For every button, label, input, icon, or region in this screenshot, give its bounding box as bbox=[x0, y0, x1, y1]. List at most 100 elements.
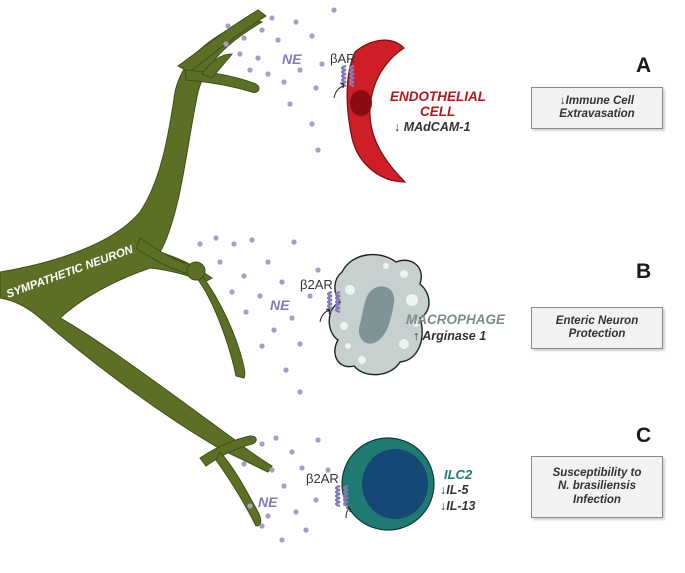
receptor-a bbox=[340, 64, 355, 88]
ne-vesicle bbox=[315, 147, 321, 153]
ilc2-marker-1: ↓IL-5 bbox=[440, 484, 468, 497]
ne-vesicle bbox=[229, 289, 235, 295]
outcome-line-2: N. brasiliensis bbox=[558, 480, 636, 493]
ne-vesicle bbox=[259, 27, 265, 33]
ne-vesicle bbox=[281, 483, 287, 489]
ne-vesicle bbox=[237, 51, 243, 57]
ne-vesicle bbox=[293, 509, 299, 515]
ne-vesicle bbox=[297, 67, 303, 73]
macrophage-label: MACROPHAGE bbox=[406, 312, 506, 327]
ne-vesicle bbox=[287, 101, 293, 107]
macrophage-marker: ↑ Arginase 1 bbox=[413, 330, 486, 343]
marker-label: IL-13 bbox=[446, 499, 476, 513]
ne-vesicle bbox=[291, 239, 297, 245]
panel-letter-c: C bbox=[636, 424, 652, 447]
marker-label: MAdCAM-1 bbox=[403, 120, 471, 134]
ne-vesicle bbox=[257, 293, 263, 299]
ne-vesicle bbox=[259, 441, 265, 447]
ne-vesicle bbox=[313, 85, 319, 91]
panel-letter-a: A bbox=[636, 54, 652, 77]
ne-vesicle bbox=[213, 235, 219, 241]
ne-vesicle bbox=[259, 523, 265, 529]
receptor-b bbox=[326, 290, 341, 314]
ne-vesicle bbox=[279, 537, 285, 543]
ne-vesicle bbox=[217, 259, 223, 265]
ne-vesicle bbox=[315, 437, 321, 443]
receptor-label-a: βAR bbox=[330, 51, 356, 66]
ne-vesicle bbox=[319, 61, 325, 67]
ne-vesicle bbox=[197, 241, 203, 247]
endothelial-label-line2: CELL bbox=[420, 104, 456, 119]
ne-label-a: NE bbox=[282, 51, 302, 67]
ne-vesicle bbox=[313, 497, 319, 503]
ne-vesicle bbox=[297, 389, 303, 395]
ne-vesicles bbox=[197, 7, 337, 543]
ne-vesicle bbox=[265, 513, 271, 519]
down-arrow-icon: ↓ bbox=[440, 483, 447, 497]
ne-vesicle bbox=[271, 327, 277, 333]
ne-vesicle bbox=[265, 259, 271, 265]
ilc2-cell bbox=[341, 437, 435, 531]
ne-vesicle bbox=[297, 341, 303, 347]
ne-vesicle bbox=[225, 23, 231, 29]
outcome-line-2: Protection bbox=[568, 328, 626, 340]
ne-label-b: NE bbox=[270, 297, 290, 313]
outcome-line-3: Infection bbox=[573, 493, 621, 506]
ne-vesicle bbox=[249, 237, 255, 243]
ne-vesicle bbox=[269, 467, 275, 473]
outcome-line-1: ↓Immune Cell bbox=[559, 94, 635, 107]
ne-vesicle bbox=[231, 241, 237, 247]
marker-label: IL-5 bbox=[446, 483, 469, 497]
macrophage-cell bbox=[328, 253, 430, 376]
marker-label: Arginase 1 bbox=[422, 329, 487, 343]
ne-vesicle bbox=[275, 37, 281, 43]
ne-vesicle bbox=[259, 343, 265, 349]
ne-vesicle bbox=[281, 79, 287, 85]
ilc2-nucleus bbox=[362, 449, 428, 519]
macrophage-nucleus bbox=[358, 286, 395, 344]
ne-vesicle bbox=[241, 461, 247, 467]
ne-vesicle bbox=[243, 309, 249, 315]
outcome-line-2: Extravasation bbox=[559, 108, 635, 120]
ne-vesicle bbox=[223, 41, 229, 47]
receptor-label-b: β2AR bbox=[300, 277, 333, 292]
outcome-box-c: Susceptibility to N. brasiliensis Infect… bbox=[531, 456, 663, 518]
ne-vesicle bbox=[279, 279, 285, 285]
ne-vesicle bbox=[273, 435, 279, 441]
down-arrow-icon: ↓ bbox=[440, 499, 447, 513]
ne-label-c: NE bbox=[258, 494, 278, 510]
receptor-c bbox=[334, 484, 349, 508]
ne-vesicle bbox=[331, 7, 337, 13]
ne-vesicle bbox=[325, 467, 331, 473]
receptor-label-c: β2AR bbox=[306, 471, 339, 486]
outcome-box-a: ↓Immune Cell Extravasation bbox=[531, 87, 663, 129]
up-arrow-icon: ↑ bbox=[413, 329, 420, 343]
sympathetic-neuron bbox=[0, 9, 273, 527]
ne-vesicle bbox=[241, 273, 247, 279]
endothelial-label-line1: ENDOTHELIAL bbox=[390, 89, 486, 104]
endothelial-cell bbox=[346, 39, 407, 183]
down-arrow-icon: ↓ bbox=[559, 94, 566, 107]
outcome-line-1: Susceptibility to bbox=[552, 467, 642, 480]
outcome-box-b: Enteric Neuron Protection bbox=[531, 307, 663, 349]
ne-vesicle bbox=[315, 267, 321, 273]
ne-vesicle bbox=[255, 55, 261, 61]
ne-vesicle bbox=[283, 367, 289, 373]
endothelial-marker: ↓ MAdCAM-1 bbox=[394, 121, 470, 134]
ne-vesicle bbox=[293, 19, 299, 25]
ne-vesicle bbox=[241, 35, 247, 41]
panel-letter-b: B bbox=[636, 260, 652, 283]
binding-arrow-b bbox=[319, 309, 331, 323]
ne-vesicle bbox=[247, 67, 253, 73]
down-arrow-icon: ↓ bbox=[394, 120, 401, 134]
ne-vesicle bbox=[247, 503, 253, 509]
ne-vesicle bbox=[309, 33, 315, 39]
ne-vesicle bbox=[289, 315, 295, 321]
ne-vesicle bbox=[307, 293, 313, 299]
outcome-line-1: Enteric Neuron bbox=[555, 314, 639, 327]
ne-vesicle bbox=[299, 465, 305, 471]
ne-vesicle bbox=[289, 449, 295, 455]
ne-vesicle bbox=[303, 527, 309, 533]
ilc2-marker-2: ↓IL-13 bbox=[440, 500, 475, 513]
